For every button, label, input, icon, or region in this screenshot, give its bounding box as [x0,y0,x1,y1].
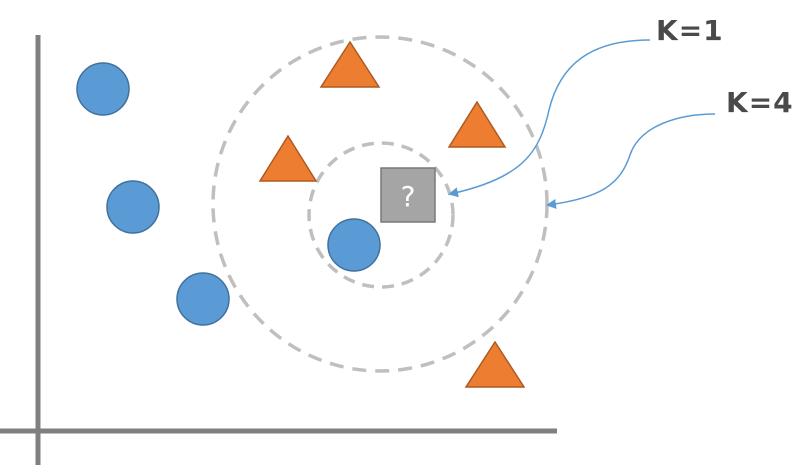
k1-label: K=1 [656,14,724,47]
triangle-point [258,134,318,182]
circle-point [176,272,230,326]
k4-label: K=4 [726,86,794,119]
query-point: ? [380,167,436,223]
k1-neighborhood-ring [307,141,455,289]
circle-point [106,180,160,234]
triangle-point [319,40,381,88]
triangle-point [464,340,526,388]
triangle-point [447,100,507,148]
k1-callout-arrow [448,39,651,198]
circle-point [327,218,381,272]
query-square [380,167,436,223]
circle-point [76,62,130,116]
k4-neighborhood-ring [211,35,549,373]
k4-callout-arrow [546,113,716,209]
query-question-mark: ? [401,180,416,213]
